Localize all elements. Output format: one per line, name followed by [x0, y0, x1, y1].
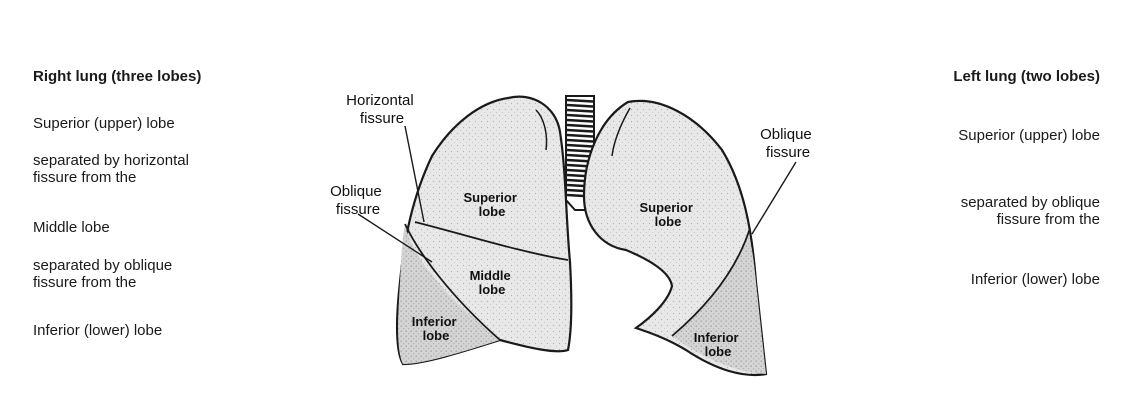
left-superior-lobe-text: Superior (upper) lobe	[958, 127, 1100, 144]
right-superior-lobe-label: Superior lobe	[463, 190, 520, 219]
right-inferior-lobe-text: Inferior (lower) lobe	[33, 322, 163, 339]
right-oblique-fissure-leader	[357, 213, 433, 263]
right-inferior-lobe-region	[398, 224, 500, 364]
right-oblique-separator-text: separated by oblique fissure from the	[33, 257, 173, 291]
right-horizontal-separator-text: separated by horizontal fissure from the	[33, 152, 189, 186]
callout-lines	[357, 125, 797, 263]
right-lung-heading: Right lung (three lobes)	[33, 68, 202, 85]
trachea-ring	[566, 118, 594, 123]
right-inferior-lobe-label: Inferior lobe	[412, 314, 460, 343]
trachea-ring	[566, 103, 594, 108]
trachea-ring	[566, 138, 594, 143]
trachea-ring	[566, 98, 594, 103]
trachea-ring	[566, 108, 594, 113]
left-oblique-fissure-line	[671, 227, 751, 337]
trachea-ring	[566, 123, 594, 128]
left-oblique-separator-text: separated by oblique fissure from the	[960, 194, 1100, 228]
right-lung	[395, 95, 573, 366]
horizontal-fissure-label: Horizontal fissure	[346, 92, 418, 127]
trachea-ring	[566, 113, 594, 118]
right-horizontal-fissure-line	[414, 221, 569, 261]
trachea-ring	[566, 128, 594, 133]
left-inferior-lobe-text: Inferior (lower) lobe	[970, 271, 1100, 288]
left-oblique-fissure-leader	[751, 161, 797, 235]
trachea-ring	[566, 133, 594, 138]
right-middle-lobe-label: Middle lobe	[470, 268, 515, 297]
left-lung-heading: Left lung (two lobes)	[953, 68, 1100, 85]
left-oblique-fissure-label: Oblique fissure	[760, 126, 816, 161]
trachea-ring	[566, 148, 594, 153]
trachea-ring	[566, 143, 594, 148]
right-oblique-fissure-line	[404, 223, 501, 341]
right-superior-lobe-text: Superior (upper) lobe	[33, 115, 175, 132]
left-inferior-lobe-label: Inferior lobe	[694, 330, 742, 359]
left-inferior-lobe-region	[672, 232, 766, 374]
left-lung	[582, 99, 768, 377]
horizontal-fissure-leader	[404, 125, 425, 223]
left-superior-lobe-label: Superior lobe	[639, 200, 696, 229]
right-oblique-fissure-label: Oblique fissure	[330, 183, 386, 218]
right-middle-lobe-text: Middle lobe	[33, 219, 110, 236]
